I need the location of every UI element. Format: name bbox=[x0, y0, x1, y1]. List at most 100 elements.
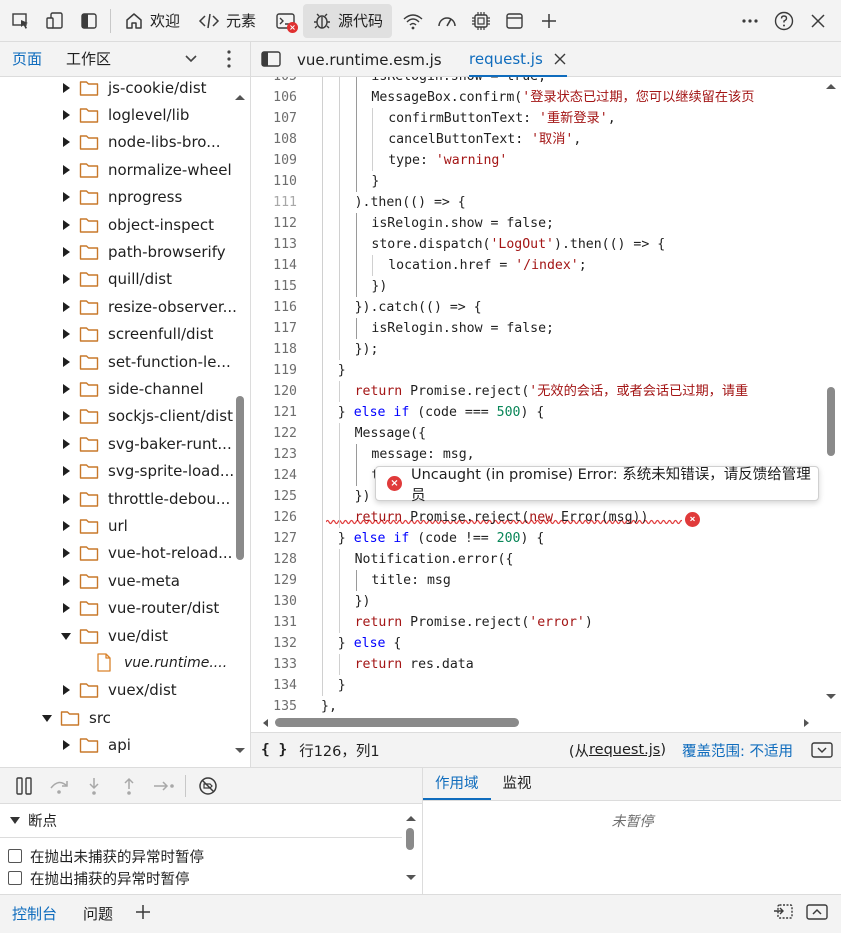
collapsed-arrow-icon[interactable] bbox=[61, 548, 71, 559]
line-number[interactable]: 106 bbox=[273, 90, 297, 105]
code-line[interactable]: 132} else { bbox=[251, 633, 826, 654]
line-number[interactable]: 126 bbox=[273, 510, 297, 525]
scroll-down-icon[interactable] bbox=[234, 747, 246, 755]
collapsed-arrow-icon[interactable] bbox=[61, 383, 71, 394]
tab-issues[interactable]: 问题 bbox=[83, 905, 114, 923]
tree-folder-item[interactable]: js-cookie/dist bbox=[61, 77, 207, 101]
tree-folder-item[interactable]: url bbox=[61, 512, 128, 539]
collapsed-arrow-icon[interactable] bbox=[61, 109, 71, 120]
help-icon[interactable] bbox=[767, 4, 801, 38]
editor-scroll-down-icon[interactable] bbox=[825, 693, 837, 701]
expanded-arrow-icon[interactable] bbox=[42, 713, 52, 723]
code-line[interactable]: 105isRelogin.show = true; bbox=[251, 77, 826, 87]
expanded-arrow-icon[interactable] bbox=[61, 631, 71, 641]
drawer-toggle-icon[interactable] bbox=[811, 742, 833, 758]
line-number[interactable]: 110 bbox=[273, 174, 297, 189]
line-number[interactable]: 122 bbox=[273, 426, 297, 441]
tab-watch[interactable]: 监视 bbox=[502, 776, 532, 792]
tab-request-js[interactable]: request.js bbox=[469, 42, 567, 77]
tree-folder-item[interactable]: src bbox=[42, 704, 111, 731]
toggle-navigator-icon[interactable] bbox=[261, 50, 281, 68]
tab-elements[interactable]: 元素 bbox=[189, 4, 265, 38]
step-over-button[interactable] bbox=[41, 771, 76, 801]
tab-vue-runtime[interactable]: vue.runtime.esm.js bbox=[297, 42, 442, 77]
more-tools-plus-icon[interactable] bbox=[532, 4, 566, 38]
tab-sources[interactable]: 源代码 bbox=[303, 3, 393, 38]
collapsed-arrow-icon[interactable] bbox=[61, 246, 71, 257]
scroll-left-icon[interactable] bbox=[261, 718, 269, 728]
line-number[interactable]: 120 bbox=[273, 384, 297, 399]
source-file-link[interactable]: request.js bbox=[589, 742, 661, 758]
step-into-button[interactable] bbox=[76, 771, 111, 801]
line-number[interactable]: 116 bbox=[273, 300, 297, 315]
line-number[interactable]: 109 bbox=[273, 153, 297, 168]
code-line[interactable]: 111).then(() => { bbox=[251, 192, 826, 213]
tree-folder-item[interactable]: vue-router/dist bbox=[61, 595, 219, 622]
tree-folder-item[interactable]: side-channel bbox=[61, 375, 204, 402]
tree-folder-item[interactable]: screenfull/dist bbox=[61, 321, 213, 348]
tree-folder-item[interactable]: normalize-wheel bbox=[61, 156, 232, 183]
close-tab-icon[interactable] bbox=[553, 52, 567, 66]
network-icon[interactable] bbox=[396, 4, 430, 38]
tree-folder-item[interactable]: object-inspect bbox=[61, 211, 214, 238]
code-line[interactable]: 130}) bbox=[251, 591, 826, 612]
tree-folder-item[interactable]: vue-meta bbox=[61, 567, 180, 594]
line-number[interactable]: 131 bbox=[273, 615, 297, 630]
collapsed-arrow-icon[interactable] bbox=[61, 575, 71, 586]
pause-uncaught-checkbox[interactable] bbox=[8, 849, 22, 863]
collapsed-arrow-icon[interactable] bbox=[61, 520, 71, 531]
collapsed-arrow-icon[interactable] bbox=[61, 411, 71, 422]
line-number[interactable]: 117 bbox=[273, 321, 297, 336]
scroll-right-icon[interactable] bbox=[803, 718, 811, 728]
collapsed-arrow-icon[interactable] bbox=[61, 493, 71, 504]
collapsed-arrow-icon[interactable] bbox=[61, 603, 71, 614]
tab-page[interactable]: 页面 bbox=[12, 49, 43, 68]
breakpoints-scrollbar[interactable] bbox=[406, 828, 414, 850]
pause-button[interactable] bbox=[6, 771, 41, 801]
code-line[interactable]: 119} bbox=[251, 360, 826, 381]
collapsed-arrow-icon[interactable] bbox=[61, 466, 71, 477]
editor-vertical-scrollbar[interactable] bbox=[827, 387, 835, 456]
line-number[interactable]: 130 bbox=[273, 594, 297, 609]
line-number[interactable]: 132 bbox=[273, 636, 297, 651]
code-line[interactable]: 135}, bbox=[251, 696, 826, 714]
add-drawer-tab-icon[interactable] bbox=[134, 903, 152, 921]
editor-scroll-up-icon[interactable] bbox=[825, 82, 837, 90]
pause-caught-checkbox[interactable] bbox=[8, 871, 22, 885]
code-line[interactable]: 125}) bbox=[251, 486, 826, 507]
collapsed-arrow-icon[interactable] bbox=[61, 164, 71, 175]
tree-folder-item[interactable]: throttle-debou... bbox=[61, 485, 230, 512]
tree-folder-item[interactable]: api bbox=[61, 732, 131, 759]
step-button[interactable] bbox=[146, 771, 181, 801]
collapsed-arrow-icon[interactable] bbox=[61, 740, 71, 751]
line-number[interactable]: 134 bbox=[273, 678, 297, 693]
tab-workspace[interactable]: 工作区 bbox=[66, 49, 112, 68]
tab-welcome[interactable]: 欢迎 bbox=[115, 4, 189, 38]
pause-uncaught-option[interactable]: 在抛出未捕获的异常时暂停 bbox=[8, 845, 204, 867]
error-marker-icon[interactable]: × bbox=[685, 512, 700, 527]
tree-folder-item[interactable]: node-libs-bro... bbox=[61, 129, 221, 156]
code-line[interactable]: 115}) bbox=[251, 276, 826, 297]
toggle-sidebar-icon[interactable] bbox=[72, 4, 106, 38]
line-number[interactable]: 118 bbox=[273, 342, 297, 357]
tree-file-item[interactable]: vue.runtime.... bbox=[96, 649, 227, 676]
collapsed-arrow-icon[interactable] bbox=[61, 82, 71, 93]
collapsed-arrow-icon[interactable] bbox=[61, 192, 71, 203]
inspect-element-icon[interactable] bbox=[4, 4, 38, 38]
line-number[interactable]: 121 bbox=[273, 405, 297, 420]
collapsed-arrow-icon[interactable] bbox=[61, 274, 71, 285]
chevron-down-icon[interactable] bbox=[183, 50, 199, 66]
